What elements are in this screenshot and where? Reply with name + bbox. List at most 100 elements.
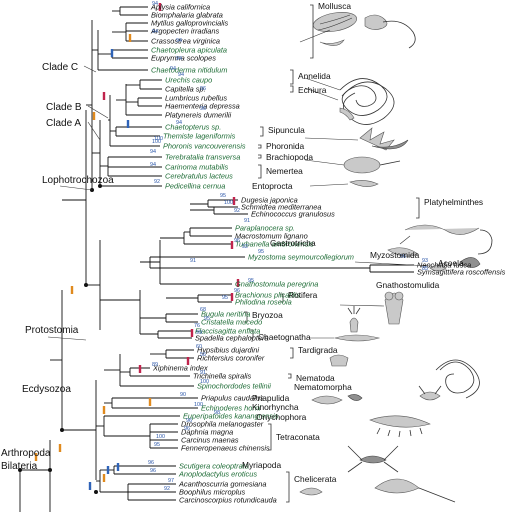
taxon-urechis-caupo: Urechis caupo xyxy=(165,76,212,85)
node-dot xyxy=(94,490,98,494)
taxon-themiste-lageniformis: Themiste lageniformis xyxy=(163,132,236,141)
group-label-gastrotricha: Gastrotricha xyxy=(270,238,316,248)
bryozoan-illustration xyxy=(348,306,360,332)
group-label-nematomorpha: Nematomorpha xyxy=(294,382,352,392)
group-bracket-nematoda xyxy=(288,374,291,378)
group-label-myriapoda: Myriapoda xyxy=(242,460,281,470)
group-label-chelicerata: Chelicerata xyxy=(294,474,337,484)
bootstrap-value: 76 xyxy=(194,323,200,329)
bootstrap-value: 96 xyxy=(184,426,190,432)
bootstrap-value: 99 xyxy=(196,330,202,336)
branch-marker xyxy=(139,365,141,373)
group-label-sipuncula: Sipuncula xyxy=(268,125,305,135)
taxon-terebratalia-transversa: Terebratalia transversa xyxy=(165,153,240,162)
group-bracket-brachiopoda xyxy=(258,155,261,158)
group-bracket-echiura xyxy=(290,86,293,92)
taxon-chaetoderma-nitidulum: Chaetoderma nitidulum xyxy=(151,66,227,75)
group-label-tetraconata: Tetraconata xyxy=(276,432,320,442)
group-label-annelida: Annelida xyxy=(298,71,331,81)
bootstrap-value: 96 xyxy=(200,86,206,92)
bootstrap-value: 92 xyxy=(234,208,240,214)
bootstrap-value: 85 xyxy=(422,266,428,272)
taxon-phoronis-vancouverensis: Phoronis vancouverensis xyxy=(163,142,246,151)
bootstrap-value: 94 xyxy=(176,56,182,62)
brachiopod-illustration xyxy=(305,157,400,173)
group-label-gnathostomulida: Gnathostomulida xyxy=(376,280,440,290)
group-label-nemertea: Nemertea xyxy=(266,166,303,176)
bootstrap-value: 93 xyxy=(422,258,428,264)
bootstrap-value: 100 xyxy=(152,139,161,145)
taxon-cerebratulus-lacteus: Cerebratulus lacteus xyxy=(165,172,233,181)
clade-label-lophotrochozoa: Lophotrochozoa xyxy=(42,175,114,186)
clade-pointer xyxy=(60,186,92,190)
taxon-crassostrea-virginica: Crassostrea virginica xyxy=(151,37,220,46)
group-label-acoela: Acoela xyxy=(438,258,464,268)
branch-marker xyxy=(231,293,233,301)
chaetognath-illustration xyxy=(310,335,379,341)
bootstrap-value: 100 xyxy=(200,379,209,385)
bootstrap-value: 98 xyxy=(214,410,220,416)
taxon-argopecten-irradians: Argopecten irradians xyxy=(150,27,220,36)
bootstrap-value: 96 xyxy=(234,288,240,294)
taxon-richtersius-coronifer: Richtersius coronifer xyxy=(197,354,265,363)
branch-marker xyxy=(231,241,233,249)
clade-pointer xyxy=(84,66,96,72)
clade-label-bilateria: Bilateria xyxy=(1,461,38,472)
branch-marker xyxy=(129,34,131,42)
bootstrap-value: 96 xyxy=(234,238,240,244)
taxon-anoplodactylus-eroticus: Anoplodactylus eroticus xyxy=(178,470,257,479)
bootstrap-value: 94 xyxy=(150,149,156,155)
bootstrap-value: 94 xyxy=(176,38,182,44)
bootstrap-value: 92 xyxy=(242,244,248,250)
bootstrap-value: 94 xyxy=(152,1,158,7)
branch-marker xyxy=(117,463,119,471)
bootstrap-value: 94 xyxy=(176,120,182,126)
group-label-brachiopoda: Brachiopoda xyxy=(266,152,313,162)
branch-marker xyxy=(93,112,95,120)
bootstrap-value: 60 xyxy=(196,344,202,350)
bootstrap-value: 91 xyxy=(244,218,250,224)
clade-label-arthropoda: Arthropoda xyxy=(1,448,51,459)
bootstrap-value: 95 xyxy=(154,442,160,448)
taxon-symsagittifera-roscoffensis: Symsagittifera roscoffensis xyxy=(417,268,506,277)
clade-pointer xyxy=(88,122,100,140)
group-bracket-platyhelminthes xyxy=(416,198,419,218)
group-bracket-sipuncula xyxy=(260,127,263,136)
clade-pointer xyxy=(48,337,86,340)
taxon-philodina-roseola: Philodina roseola xyxy=(235,298,292,307)
group-bracket-mollusca xyxy=(310,5,313,58)
group-label-kinorhyncha: Kinorhyncha xyxy=(252,402,299,412)
bootstrap-value: 96 xyxy=(148,460,154,466)
group-bracket-phoronida xyxy=(258,145,261,148)
group-label-platyhelminthes: Platyhelminthes xyxy=(424,197,483,207)
nematode-illustration xyxy=(330,355,479,398)
bootstrap-value: 95 xyxy=(220,193,226,199)
taxon-pedicellina-cernua: Pedicellina cernua xyxy=(165,182,225,191)
group-bracket-nemertea xyxy=(258,165,261,178)
branch-marker xyxy=(103,406,105,414)
bootstrap-value: 96 xyxy=(150,468,156,474)
clade-label-ecdysozoa: Ecdysozoa xyxy=(22,384,71,395)
bootstrap-value: 97 xyxy=(168,478,174,484)
clade-labels: Clade CClade BClade ALophotrochozoaProto… xyxy=(1,62,114,472)
group-bracket-tardigrada xyxy=(290,348,293,358)
bootstrap-value: 100 xyxy=(224,200,233,206)
arthropod-illustration xyxy=(348,386,441,472)
taxon-platynereis-dumerilii: Platynereis dumerilii xyxy=(165,111,231,120)
taxon-euprymna-scolopes: Euprymna scolopes xyxy=(151,54,216,63)
nemertean-illustration xyxy=(310,180,378,186)
bootstrap-value: 96 xyxy=(200,106,206,112)
bootstrap-value: 89 xyxy=(152,362,158,368)
group-label-mollusca: Mollusca xyxy=(318,1,351,11)
bootstrap-value: 96 xyxy=(186,418,192,424)
group-label-echiura: Echiura xyxy=(298,85,327,95)
group-bracket-annelida xyxy=(290,70,293,84)
clade-label-clade-a: Clade A xyxy=(46,118,81,129)
bootstrap-value: 91 xyxy=(200,370,206,376)
branch-marker xyxy=(233,197,235,205)
taxon-fenneropenaeus-chinensis: Fenneropenaeus chinensis xyxy=(181,444,270,453)
priapulid-illustration xyxy=(312,394,362,404)
clade-pointer xyxy=(88,106,108,118)
